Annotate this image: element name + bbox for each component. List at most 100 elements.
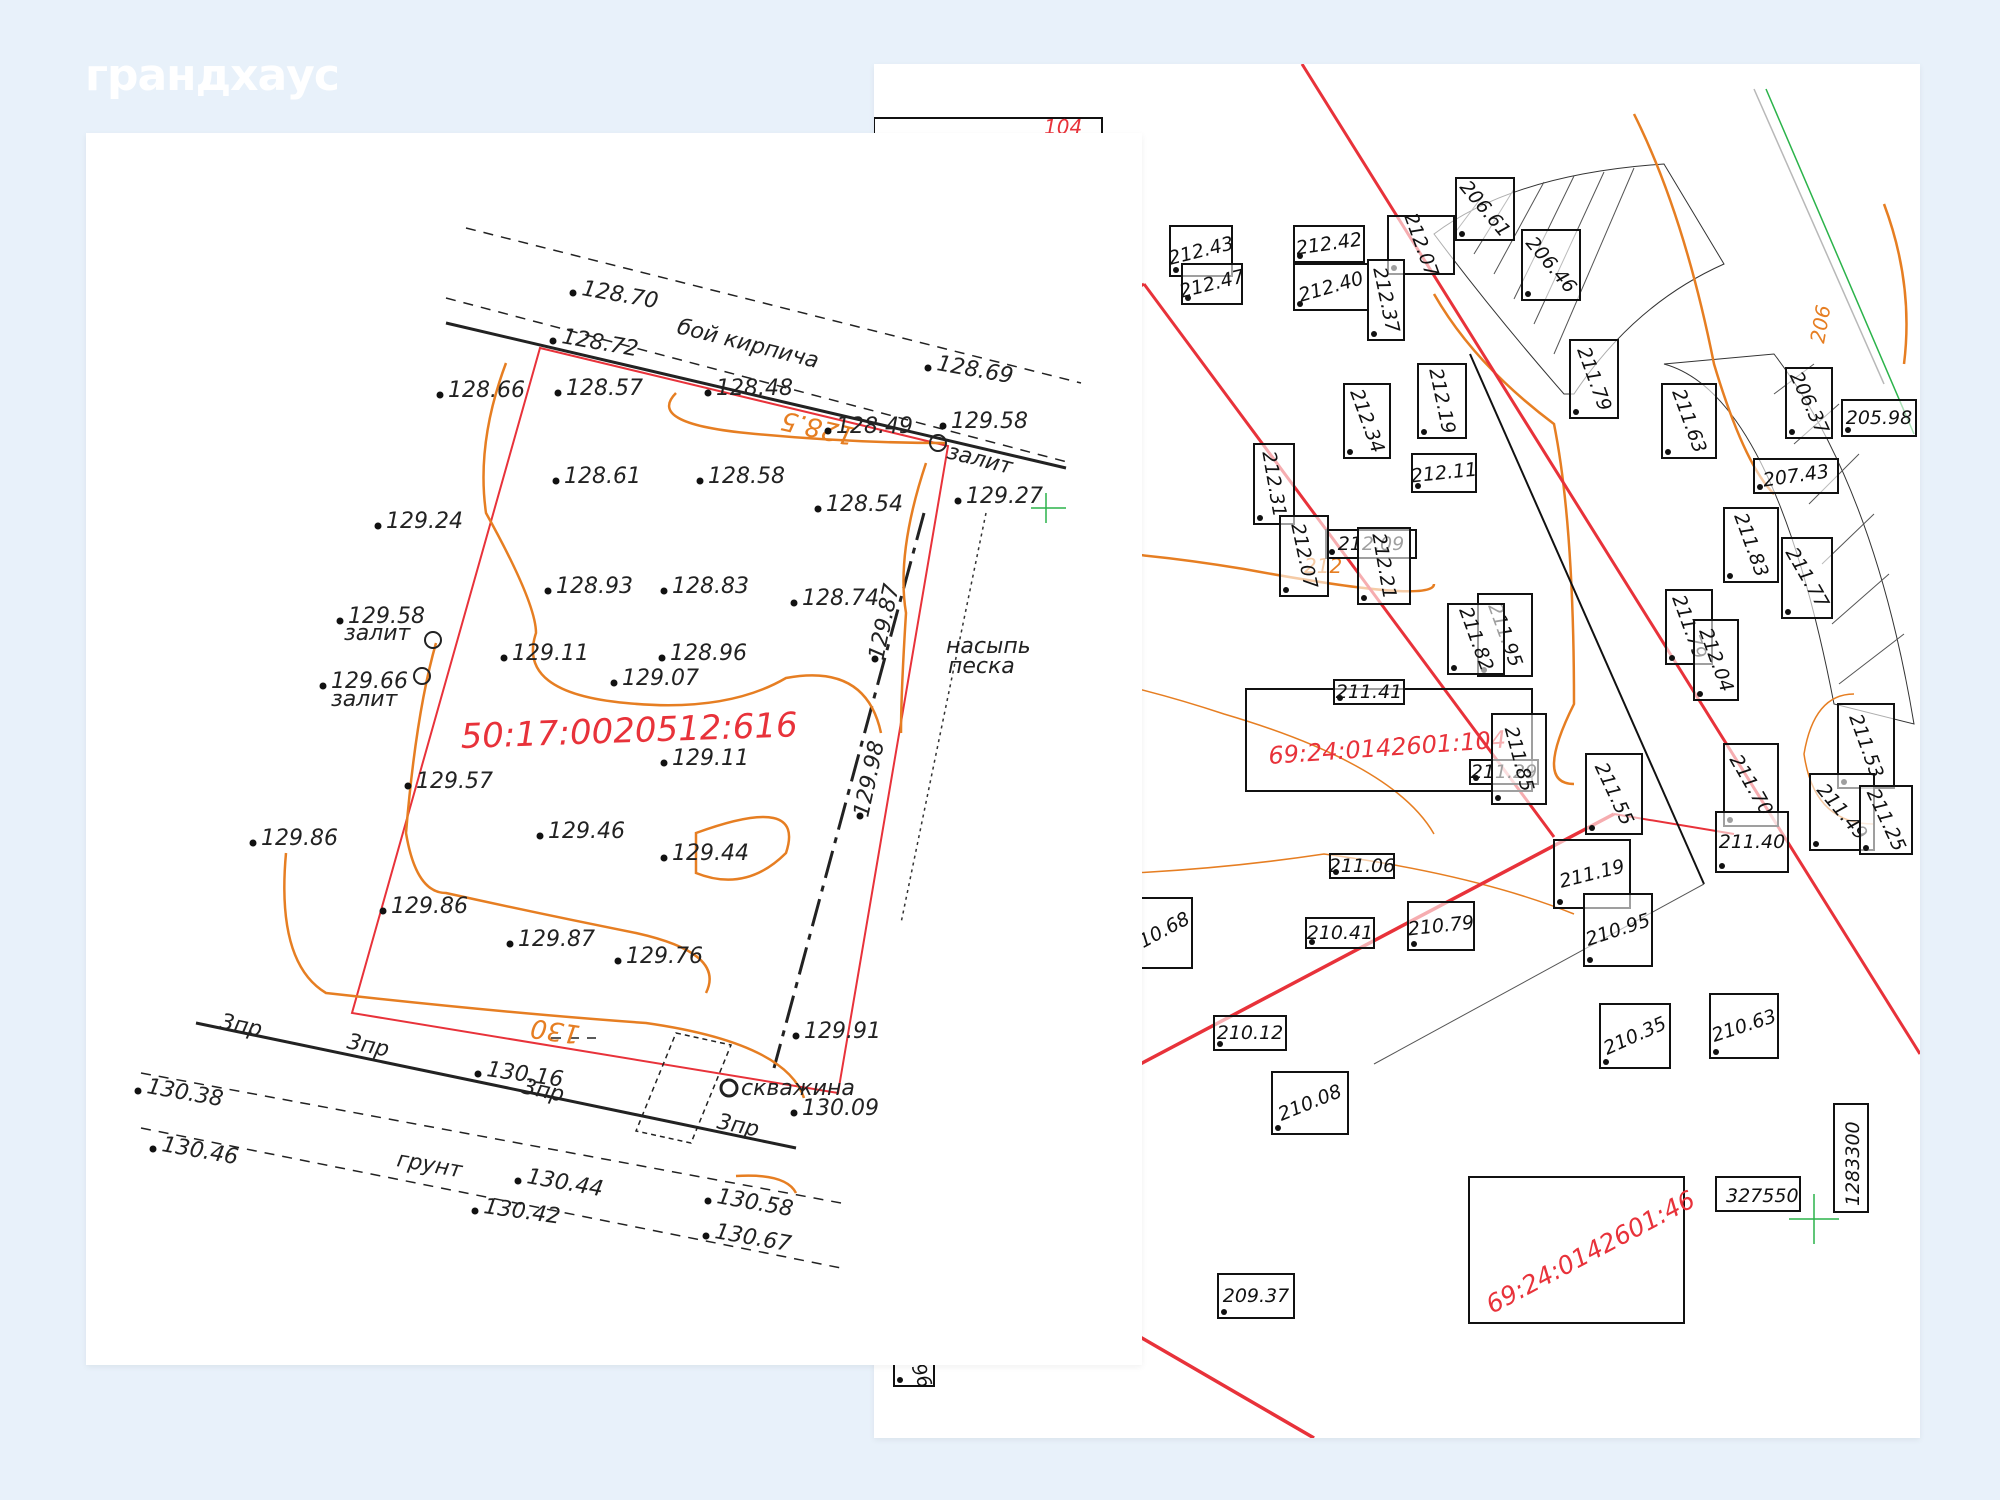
well-symbol-3 (413, 667, 431, 685)
elevation-point (660, 854, 668, 862)
elevation-label: 129.91 (804, 1019, 881, 1044)
front-plan-sheet: 50:17:0020512:616 128.5 130 бой кирпича … (86, 133, 1142, 1365)
elevation-point (856, 812, 864, 820)
elevation-box: 212.19 (1417, 363, 1467, 439)
elevation-box: 211.25 (1859, 785, 1913, 855)
elevation-label: 129.57 (416, 769, 493, 794)
elevation-point (134, 1087, 142, 1095)
elevation-label: 129.24 (386, 509, 463, 534)
elevation-label: 128.70 (580, 276, 660, 314)
svg-text:209.37: 209.37 (1223, 1285, 1289, 1307)
elevation-point (790, 599, 798, 607)
elevation-point (954, 497, 962, 505)
elevation-box: 210.08 (1271, 1071, 1349, 1135)
green-crosshair (1789, 1194, 1839, 1244)
contour-label-206: 206 (1805, 303, 1835, 345)
elevation-point (704, 389, 712, 397)
svg-text:210.12: 210.12 (1217, 1022, 1283, 1044)
annotation-filled-3: залит (331, 687, 399, 712)
elevation-point (379, 907, 387, 915)
elevation-box: 210.95 (1583, 893, 1653, 967)
elevation-label: 130.38 (145, 1074, 225, 1112)
elevation-label: 128.57 (566, 376, 643, 401)
elevation-label: 130.42 (482, 1194, 562, 1229)
elevation-box: 212.07 (1279, 515, 1329, 597)
elevation-point (319, 682, 327, 690)
elevation-label: 130.09 (802, 1096, 879, 1121)
dashed-edges (140, 227, 1082, 1269)
elevation-label: 129.86 (261, 826, 338, 851)
elevation-point (514, 1177, 522, 1185)
elevation-point (552, 477, 560, 485)
elevation-box: 211.77 (1781, 537, 1833, 619)
elevation-box: 206.37 (1785, 367, 1833, 439)
elevation-point (814, 505, 822, 513)
elevation-box: 211.63 (1661, 383, 1717, 459)
front-contours (283, 362, 947, 1194)
elevation-label: 129.66 (331, 669, 408, 694)
elevation-box: 211.55 (1585, 753, 1643, 835)
elevation-point (536, 832, 544, 840)
elevation-label: 128.93 (556, 574, 633, 599)
elevation-label: 128.48 (716, 376, 793, 401)
parcel-box-46 (1468, 1176, 1685, 1324)
elevation-label: 129.11 (512, 641, 589, 666)
elevation-box: 212.40 (1293, 263, 1369, 311)
elevation-point (249, 839, 257, 847)
brand-logo: грандхаус (85, 50, 340, 101)
fence-lines (195, 321, 1067, 1150)
elevation-box: 211.41 (1333, 679, 1405, 705)
parcel-boundary (350, 346, 950, 1095)
elevation-label: 128.54 (826, 492, 903, 517)
annotation-brick: бой кирпича (675, 315, 822, 374)
elevation-point (658, 654, 666, 662)
elevation-box: 212.04 (1693, 619, 1739, 701)
elevation-box: 205.98 (1841, 399, 1917, 437)
elevation-point (436, 391, 444, 399)
elevation-point (149, 1145, 157, 1153)
elevation-point (871, 655, 879, 663)
annotation-sand-1: насыпь (946, 634, 1031, 659)
elevation-label: 129.07 (622, 666, 699, 691)
elevation-point (506, 940, 514, 948)
elevation-point (792, 1032, 800, 1040)
elevation-point (790, 1109, 798, 1117)
green-boundary (1765, 88, 1915, 435)
coord-y: 1283300 (1842, 1121, 1864, 1206)
svg-text:211.41: 211.41 (1336, 681, 1402, 703)
elevation-label: 129.58 (348, 604, 425, 629)
elevation-box: 212.37 (1367, 259, 1405, 341)
elevation-label: 129.58 (951, 409, 1028, 434)
dashed-structure (634, 1032, 733, 1144)
coord-box-x (1715, 1176, 1801, 1212)
elevation-box: 212.21 (1357, 527, 1411, 605)
contour-label-130: 130 (529, 1012, 582, 1049)
front-plan-drawing: 50:17:0020512:616 128.5 130 бой кирпича … (134, 227, 1082, 1269)
elevation-box: 210.41 (1305, 917, 1375, 949)
elevation-point (704, 1197, 712, 1205)
elevation-box: 211.06 (1329, 853, 1395, 879)
elevation-label: 129.87 (518, 927, 595, 952)
elevation-label: 128.83 (672, 574, 749, 599)
annotation-soil: грунт (395, 1147, 465, 1183)
elevation-box: 212.42 (1293, 225, 1365, 263)
elevation-point (614, 957, 622, 965)
elevation-point (702, 1232, 710, 1240)
elevation-box: 207.43 (1753, 458, 1839, 494)
elevation-box: 210.35 (1599, 1003, 1671, 1069)
elevation-label: 128.58 (708, 464, 785, 489)
coord-x: 327550 (1726, 1185, 1799, 1207)
svg-text:211.40: 211.40 (1719, 831, 1785, 853)
elevation-box: 206.46 (1521, 229, 1581, 301)
elevation-box: 210.12 (1213, 1015, 1287, 1051)
elevation-box: 212.11 (1410, 453, 1478, 493)
svg-text:205.98: 205.98 (1846, 407, 1912, 429)
well-symbol-2 (424, 631, 442, 649)
borehole-symbol (719, 1078, 739, 1098)
elevation-label: 130.46 (160, 1132, 240, 1170)
parcel-id-46: 69:24:0142601:46 (1481, 1185, 1700, 1320)
elevation-label: 130.58 (715, 1184, 795, 1222)
fence-east (772, 512, 926, 1069)
elevation-box: 212.34 (1343, 383, 1391, 459)
